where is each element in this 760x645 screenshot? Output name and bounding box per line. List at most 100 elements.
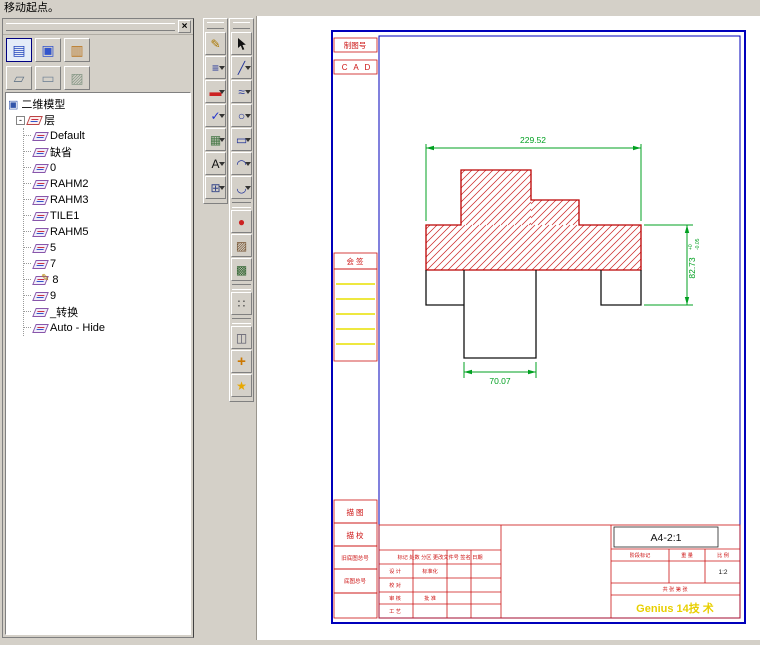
countersign-rows [336,283,375,345]
layer-item-tile1[interactable]: TILE1 [24,208,188,224]
property-pencil-button[interactable]: ✎ [205,32,226,55]
fill-tool-icon: ● [237,214,246,229]
layer-icon [32,147,49,157]
toolbar-grip[interactable] [233,22,250,29]
layer-item-rahm5[interactable]: RAHM5 [24,224,188,240]
hatch-tool-button[interactable]: ▨ [231,234,252,257]
layer-manager-button[interactable]: ▤ [6,38,32,62]
line-tool-button[interactable]: ╱ [231,56,252,79]
layer-label: RAHM5 [50,226,89,238]
iso-cube-button[interactable]: ◫ [231,326,252,349]
command-prompt: 移动起点。 [0,0,760,16]
revision-header-row: 标记 处数 分区 更改文件号 签名 日期 [397,553,482,561]
panel-titlebar[interactable]: × [3,19,193,35]
hatch-tool-icon: ▨ [235,238,248,253]
pan-move-button[interactable]: + [231,350,252,373]
layer-item-rahm2[interactable]: RAHM2 [24,176,188,192]
circle-tool-button[interactable]: ○ [231,104,252,127]
layer-icon [32,259,49,269]
hatch-style-button[interactable]: ▦ [205,128,226,151]
margin-box2-label: C A D [342,63,372,72]
drawing-sheet[interactable]: 制图号 C A D 会 签 描 图 描 校 旧底图总号 底图总号 [257,16,760,640]
circle-tool-icon: ○ [237,108,246,123]
weight-label: 重 量 [681,551,693,559]
standard-label: 标准化 [422,567,438,575]
tree-folder-layers[interactable]: - 层 [16,112,188,128]
scale-value: 1:2 [718,569,727,576]
part-hatched-outline [425,169,642,271]
layer-item-7[interactable]: 7 [24,256,188,272]
layer-item-default[interactable]: Default [24,128,188,144]
dim-height-tol-upper: +0 [688,244,694,250]
layer-item-8-active[interactable]: ✎ 8 [24,272,188,288]
layer-label: 8 [52,274,59,286]
dim-height-text: 82.73 [687,257,697,279]
frame-manager-button[interactable]: ▣ [35,38,61,62]
layer-item-autohide[interactable]: Auto - Hide [24,320,188,336]
panel-close-button[interactable]: × [178,20,191,33]
layer-item-0[interactable]: 0 [24,160,188,176]
format-toolbar: ✎ ≡ ▬ ✓ ▦ A ⊞ [203,18,228,204]
chevron-down-icon [245,90,251,97]
dimension-height: 82.73 +0 -0.05 [644,224,701,306]
layer-item-5[interactable]: 5 [24,240,188,256]
line-style-button[interactable]: ≡ [205,56,226,79]
layer-label: 9 [50,290,57,302]
rect-tool-button[interactable]: ▭ [231,128,252,151]
dim-width-text: 229.52 [520,135,546,145]
draw-toolbar: ╱ ≈ ○ ▭ ◠ ◡ ● ▨ ▩ [229,18,254,402]
tree-folder-label: 层 [44,115,55,127]
layer-item-convert[interactable]: _转换 [24,304,188,320]
angle-snap-button[interactable]: ✓ [205,104,226,127]
layer-icon [32,227,49,237]
toolbar-grip[interactable] [207,22,224,29]
spline-tool-button[interactable]: ≈ [231,80,252,103]
old-master-label: 旧底图总号 [341,554,369,562]
layer-item-quesheng[interactable]: 缺省 [24,144,188,160]
stage-mark-label: 阶段标记 [630,551,651,559]
new-view-button[interactable]: ▱ [6,66,32,90]
hatch-lines [425,169,642,271]
layer-item-9[interactable]: 9 [24,288,188,304]
layer-label: Default [50,130,85,142]
curve-tool-icon: ◡ [236,180,247,195]
drawing-canvas[interactable]: 制图号 C A D 会 签 描 图 描 校 旧底图总号 底图总号 [256,16,760,640]
trace-label: 描 图 [346,507,363,517]
layer-label: 7 [50,258,57,270]
fill-tool-button[interactable]: ● [231,210,252,233]
text-style-button[interactable]: A [205,152,226,175]
pattern-tool-icon: ▩ [235,262,248,277]
curve-tool-button[interactable]: ◡ [231,176,252,199]
sheet-manager-button[interactable]: ▥ [64,38,90,62]
line-color-button[interactable]: ▬ [205,80,226,103]
layer-label: RAHM2 [50,178,89,190]
trace-check-label: 描 校 [346,530,364,540]
chevron-down-icon [245,186,251,193]
display-options-button[interactable]: ▨ [64,66,90,90]
layer-icon [32,243,49,253]
dim-height-tol-lower: -0.05 [695,238,701,250]
layer-panel: × ▤ ▣ ▥ ▱ ▭ ▨ ▣ [2,18,194,638]
chevron-down-icon [219,90,225,97]
iso-cube-icon: ◫ [235,330,248,345]
pattern-tool-button[interactable]: ▩ [231,258,252,281]
show-window-button[interactable]: ▭ [35,66,61,90]
chevron-down-icon [219,138,225,145]
layer-tree: ▣ 二维模型 - 层 Default 缺省 0 [5,92,191,635]
layer-item-rahm3[interactable]: RAHM3 [24,192,188,208]
select-cursor-button[interactable] [231,32,252,55]
new-object-button[interactable]: ★ [231,374,252,397]
table-button[interactable]: ⊞ [205,176,226,199]
arc-tool-button[interactable]: ◠ [231,152,252,175]
select-cursor-icon [238,37,246,50]
chevron-down-icon [245,162,251,169]
chevron-down-icon [219,162,225,169]
chevron-down-icon [219,114,225,121]
point-tool-button[interactable]: ∷ [231,292,252,315]
toolbar-separator [232,284,251,290]
process-label: 工 艺 [389,608,401,615]
design-label: 设 计 [389,567,401,575]
dimension-width: 229.52 [425,135,642,221]
collapse-icon[interactable]: - [16,115,25,125]
tree-root-model[interactable]: ▣ 二维模型 [8,96,188,112]
